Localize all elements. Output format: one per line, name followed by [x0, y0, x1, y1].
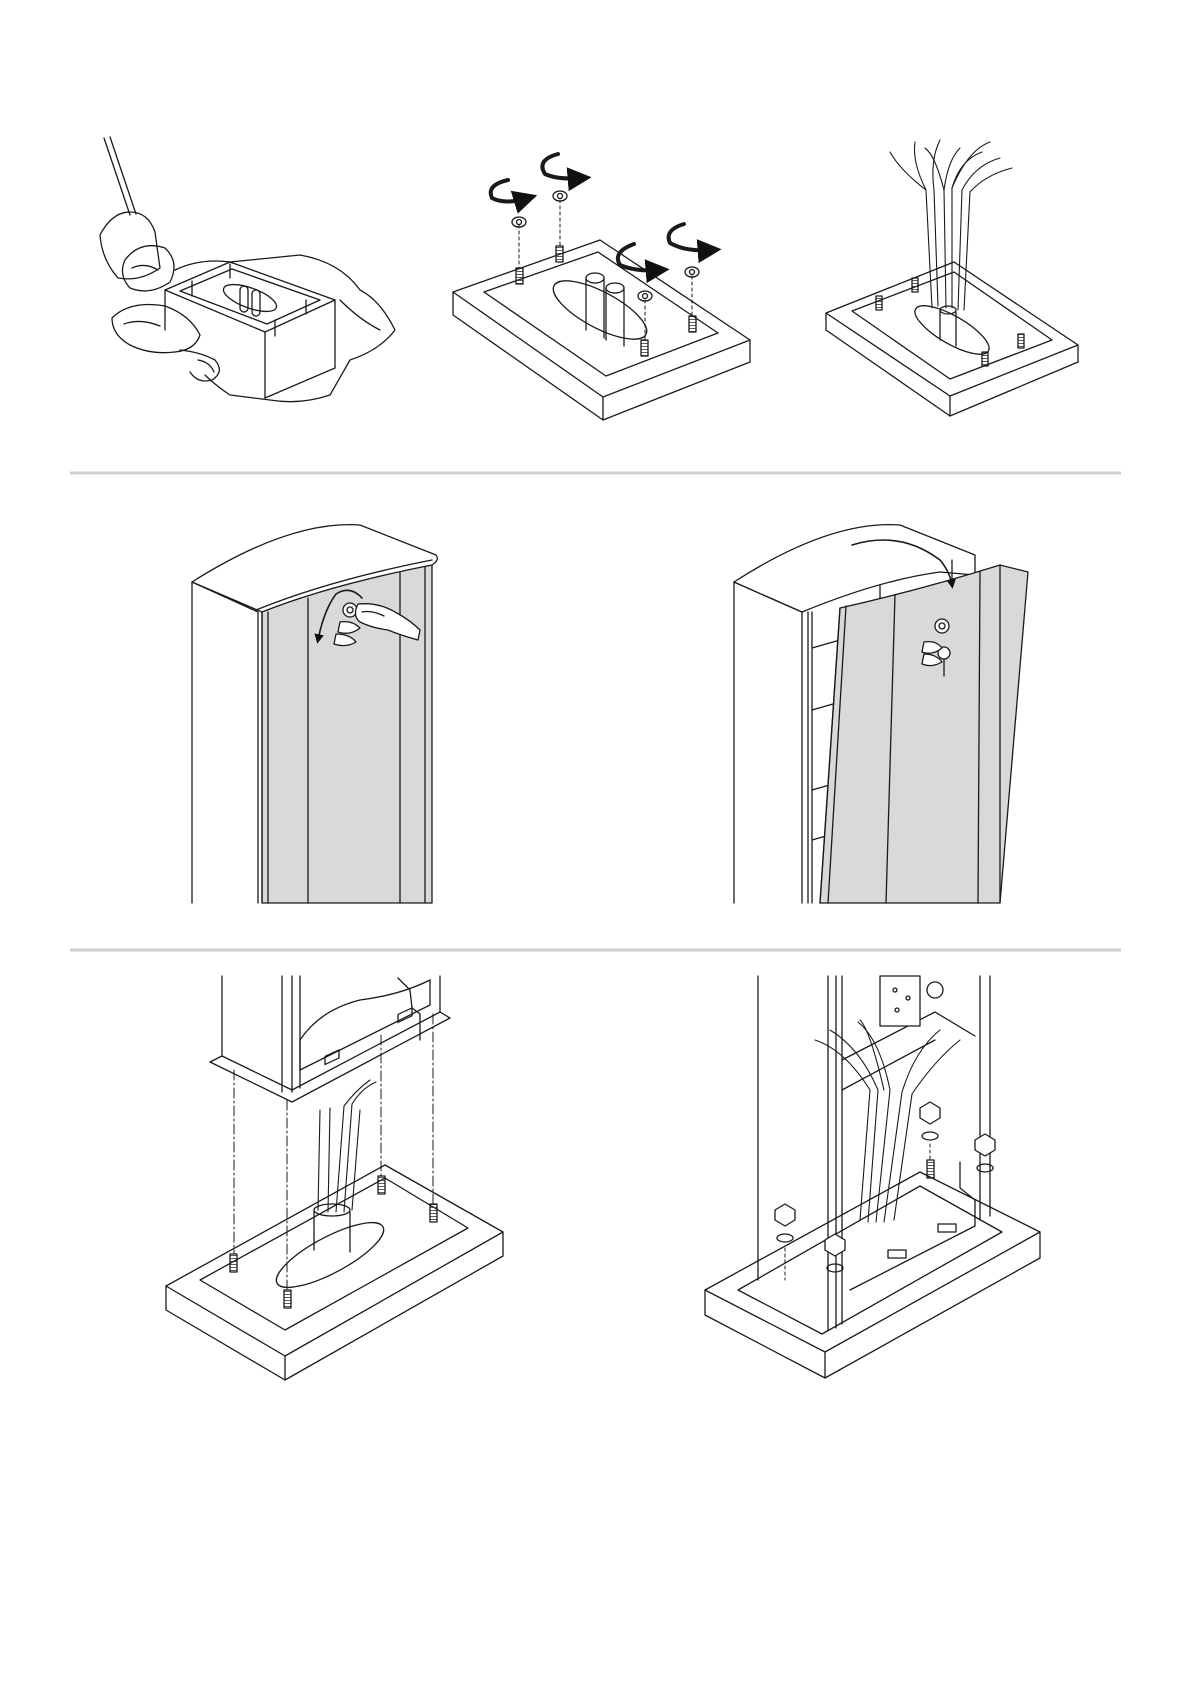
figure-dig-foundation	[100, 137, 395, 402]
hand-icon	[112, 305, 219, 382]
figure-lower-cabinet	[166, 976, 503, 1380]
nut-icon	[512, 191, 699, 301]
figure-remove-door	[734, 525, 1028, 903]
figure-unlock-door	[192, 525, 437, 903]
alignment-lines	[234, 1014, 433, 1290]
door-panel	[820, 565, 1028, 903]
rotate-arrow-icon	[491, 154, 712, 270]
shovel-icon	[100, 137, 160, 279]
cabinet-base	[210, 976, 450, 1102]
cable-bundle	[318, 1080, 376, 1212]
figure-remove-nuts	[453, 154, 750, 420]
washer-icon	[777, 1132, 993, 1272]
figure-pull-cables	[826, 140, 1078, 416]
cable-bundle	[815, 1020, 960, 1222]
figure-fasten-cabinet	[705, 976, 1040, 1378]
cable-bundle	[890, 140, 1012, 310]
